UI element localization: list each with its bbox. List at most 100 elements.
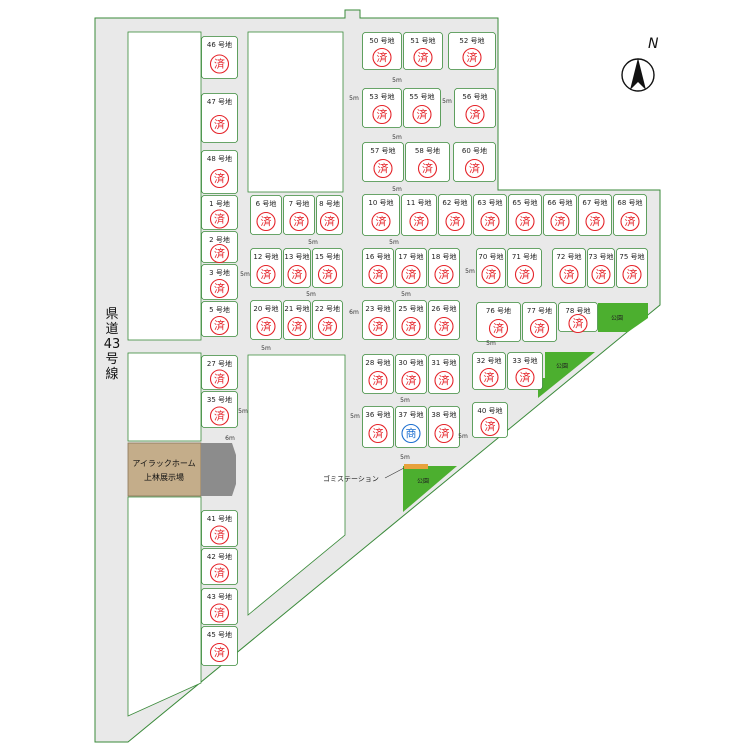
block-west-lower (127, 496, 202, 717)
lot-25[interactable]: 25 号地済 (395, 300, 427, 340)
lot-77[interactable]: 77 号地済 (522, 302, 557, 342)
sold-stamp-icon (289, 211, 309, 232)
lot-status: 済 (564, 267, 575, 281)
sold-stamp-icon (401, 264, 421, 285)
lot-60[interactable]: 60 号地済 (453, 142, 496, 182)
sold-stamp-icon (529, 318, 550, 339)
lot-35[interactable]: 35 号地済 (201, 391, 238, 428)
route-label-char: 線 (105, 366, 118, 382)
road-width-label: 5m (392, 77, 402, 84)
lot-66[interactable]: 66 号地済 (543, 194, 577, 236)
lot-41[interactable]: 41 号地済 (201, 510, 238, 547)
lot-63[interactable]: 63 号地済 (473, 194, 507, 236)
lot-71[interactable]: 71 号地済 (507, 248, 542, 288)
lot-75[interactable]: 75 号地済 (616, 248, 648, 288)
lot-38[interactable]: 38 号地済 (428, 406, 460, 448)
sold-stamp-icon (434, 370, 454, 391)
lot-28[interactable]: 28 号地済 (362, 354, 394, 394)
lot-40[interactable]: 40 号地済 (472, 402, 508, 438)
lot-2[interactable]: 2 号地済 (201, 231, 238, 264)
lot-32[interactable]: 32 号地済 (472, 352, 506, 390)
lot-57[interactable]: 57 号地済 (362, 142, 404, 182)
lot-58[interactable]: 58 号地済 (405, 142, 450, 182)
lot-6[interactable]: 6 号地済 (250, 195, 282, 235)
road-width-label: 5m (389, 239, 399, 246)
lot-26[interactable]: 26 号地済 (428, 300, 460, 340)
lot-status: 済 (520, 370, 531, 384)
lot-3[interactable]: 3 号地済 (201, 264, 238, 300)
lot-43[interactable]: 43 号地済 (201, 588, 238, 625)
lot-8[interactable]: 8 号地済 (316, 195, 343, 235)
lot-62[interactable]: 62 号地済 (438, 194, 472, 236)
lot-status: 済 (439, 426, 450, 440)
lot-12[interactable]: 12 号地済 (250, 248, 282, 288)
lot-1[interactable]: 1 号地済 (201, 195, 238, 230)
lot-27[interactable]: 27 号地済 (201, 355, 238, 390)
lot-33[interactable]: 33 号地済 (507, 352, 543, 390)
lot-status: 済 (534, 321, 545, 335)
lot-status: 済 (596, 267, 607, 281)
lot-47[interactable]: 47 号地済 (201, 93, 238, 143)
lot-status: 済 (486, 267, 497, 281)
lot-53[interactable]: 53 号地済 (362, 88, 402, 128)
lot-68[interactable]: 68 号地済 (613, 194, 647, 236)
lot-status: 済 (439, 373, 450, 387)
lot-70[interactable]: 70 号地済 (476, 248, 506, 288)
lot-37[interactable]: 37 号地商 (395, 406, 427, 448)
block-west-middle (127, 352, 202, 442)
lot-label: 41 号地 (207, 514, 232, 523)
lot-78[interactable]: 78 号地済 (558, 302, 598, 334)
lot-label: 22 号地 (315, 304, 340, 313)
sold-stamp-icon (462, 47, 482, 68)
lot-label: 36 号地 (365, 410, 390, 419)
lot-21[interactable]: 21 号地済 (283, 300, 311, 340)
lot-17[interactable]: 17 号地済 (395, 248, 427, 288)
lot-16[interactable]: 16 号地済 (362, 248, 394, 288)
lot-51[interactable]: 51 号地済 (403, 32, 443, 70)
lot-23[interactable]: 23 号地済 (362, 300, 394, 340)
lot-status: 済 (261, 319, 272, 333)
lot-30[interactable]: 30 号地済 (395, 354, 427, 394)
lot-52[interactable]: 52 号地済 (448, 32, 496, 70)
lot-42[interactable]: 42 号地済 (201, 548, 238, 585)
lot-20[interactable]: 20 号地済 (250, 300, 282, 340)
lot-31[interactable]: 31 号地済 (428, 354, 460, 394)
lot-18[interactable]: 18 号地済 (428, 248, 460, 288)
lot-46[interactable]: 46 号地済 (201, 36, 238, 79)
lot-10[interactable]: 10 号地済 (362, 194, 400, 236)
lot-status: 済 (261, 267, 272, 281)
lot-status: 済 (625, 214, 636, 228)
lot-65[interactable]: 65 号地済 (508, 194, 542, 236)
lot-36[interactable]: 36 号地済 (362, 406, 394, 448)
lot-67[interactable]: 67 号地済 (578, 194, 612, 236)
lot-73[interactable]: 73 号地済 (587, 248, 615, 288)
block-central-lower (247, 354, 346, 616)
lot-label: 68 号地 (617, 198, 642, 207)
lot-7[interactable]: 7 号地済 (283, 195, 315, 235)
lot-label: 16 号地 (365, 252, 390, 261)
lot-22[interactable]: 22 号地済 (312, 300, 343, 340)
lot-72[interactable]: 72 号地済 (552, 248, 586, 288)
lot-13[interactable]: 13 号地済 (283, 248, 311, 288)
lot-label: 53 号地 (369, 92, 394, 101)
block-west-upper (127, 31, 202, 341)
sold-stamp-icon (515, 367, 535, 388)
lot-45[interactable]: 45 号地済 (201, 626, 238, 666)
road-width-label: 5m (400, 454, 410, 461)
sold-stamp-icon (319, 211, 340, 232)
lot-48[interactable]: 48 号地済 (201, 150, 238, 194)
sold-stamp-icon (401, 316, 421, 337)
lot-5[interactable]: 5 号地済 (201, 301, 238, 337)
sold-stamp-icon (368, 370, 388, 391)
park-south (403, 466, 457, 512)
lot-label: 25 号地 (398, 304, 423, 313)
sold-stamp-icon (372, 47, 392, 68)
lot-56[interactable]: 56 号地済 (454, 88, 496, 128)
lot-11[interactable]: 11 号地済 (401, 194, 437, 236)
lot-50[interactable]: 50 号地済 (362, 32, 402, 70)
lot-55[interactable]: 55 号地済 (403, 88, 441, 128)
lot-15[interactable]: 15 号地済 (312, 248, 343, 288)
lot-label: 76 号地 (486, 306, 511, 315)
lot-76[interactable]: 76 号地済 (476, 302, 521, 342)
lot-label: 77 号地 (527, 306, 552, 315)
